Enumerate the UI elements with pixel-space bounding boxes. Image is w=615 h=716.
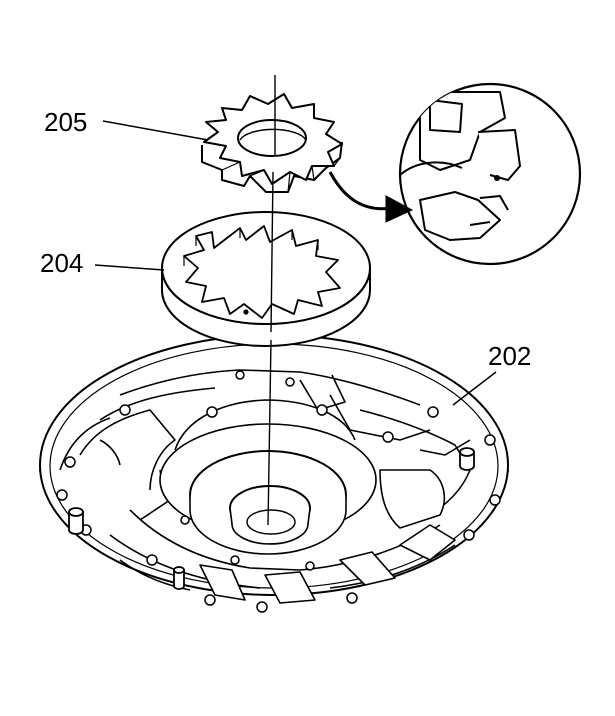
inner-gear-bore xyxy=(237,119,307,157)
detail-index-dot xyxy=(494,175,500,181)
outer-gear-ring-204 xyxy=(161,211,371,347)
inner-gear-205 xyxy=(201,93,343,193)
detail-groove xyxy=(469,195,509,226)
leader-lines xyxy=(94,120,497,406)
callout-label-202: 202 xyxy=(488,341,531,371)
leader-line-205 xyxy=(102,120,209,141)
detail-tooth-right xyxy=(477,129,521,181)
pump-body-202 xyxy=(39,334,509,613)
detail-pointer-arrow xyxy=(328,171,414,223)
leader-line-204 xyxy=(94,264,165,271)
detail-tooth-face xyxy=(429,99,463,133)
gear-ring-internal-teeth xyxy=(183,225,341,319)
inner-gear-bore-depth xyxy=(239,128,307,141)
callout-label-204: 204 xyxy=(40,248,83,278)
detail-magnifier xyxy=(398,82,582,266)
callout-label-205: 205 xyxy=(44,107,87,137)
leader-line-202 xyxy=(452,371,497,406)
gear-ring-teeth-depth xyxy=(183,228,319,266)
inner-gear-tooth-edges xyxy=(221,157,341,193)
pump-body-dowel-pins xyxy=(68,447,475,590)
detail-lower-tooth xyxy=(419,191,501,241)
pump-body-bolt-holes xyxy=(56,370,501,613)
detail-bore-arc xyxy=(400,161,463,176)
gear-ring-index-dot xyxy=(243,309,249,315)
center-axis-line xyxy=(267,75,276,526)
